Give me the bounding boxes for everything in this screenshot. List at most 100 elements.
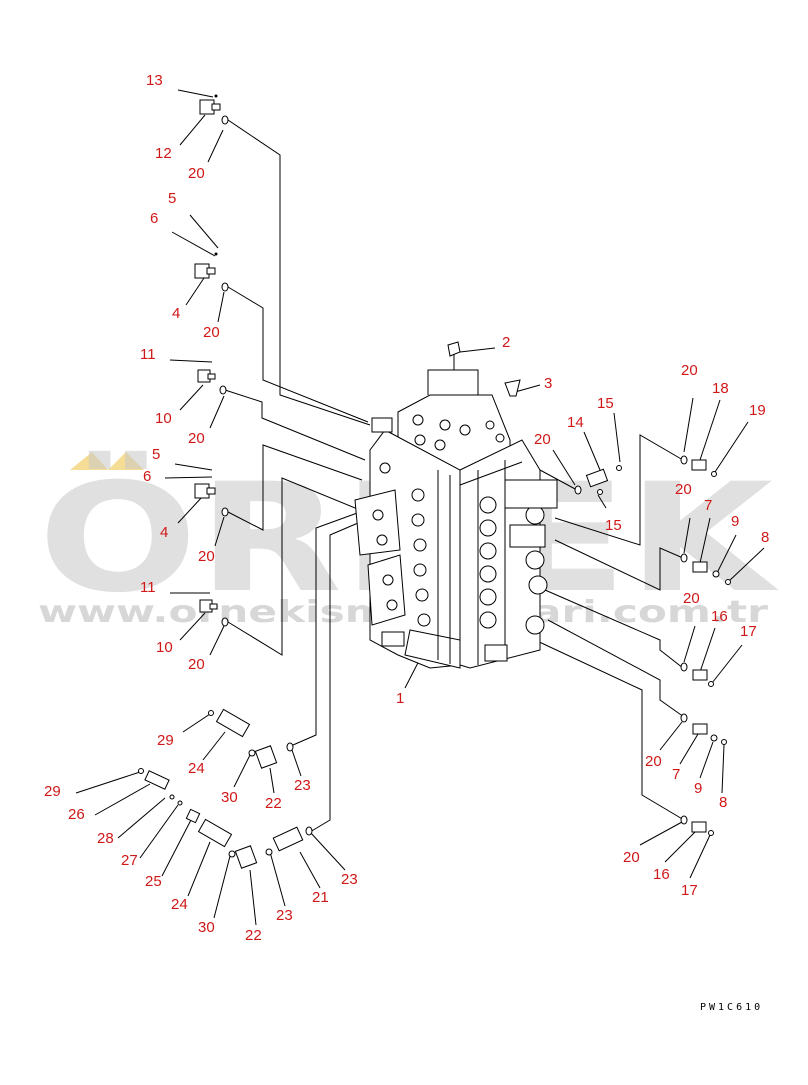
bolt bbox=[495, 433, 505, 443]
oring-20c bbox=[219, 385, 227, 395]
oring-19 bbox=[711, 471, 717, 477]
oring-20i bbox=[680, 662, 688, 672]
fitting-18 bbox=[691, 459, 707, 471]
fitting-tip bbox=[214, 252, 218, 256]
oring-27 bbox=[177, 800, 183, 806]
pipe-line-20d bbox=[227, 444, 363, 531]
bracket-2 bbox=[427, 369, 479, 395]
valve-edge-line bbox=[459, 461, 523, 486]
oring-30a bbox=[248, 749, 256, 757]
leader-14 bbox=[583, 431, 601, 471]
callout-c29b: 29 bbox=[44, 783, 61, 800]
port bbox=[415, 588, 429, 602]
leader-10b bbox=[179, 612, 206, 641]
callout-c6b: 6 bbox=[143, 468, 151, 485]
pipe-line-20e bbox=[227, 477, 361, 656]
callout-c20c: 20 bbox=[188, 430, 205, 447]
pipe-line-23b bbox=[309, 519, 366, 833]
callout-c1: 1 bbox=[396, 690, 404, 707]
leader-17a bbox=[711, 644, 743, 684]
callout-c24a: 24 bbox=[188, 760, 205, 777]
bolt bbox=[434, 439, 446, 451]
oring-29a bbox=[208, 710, 214, 716]
leader-20k bbox=[639, 821, 683, 846]
fitting-16a bbox=[692, 669, 708, 681]
leader-26 bbox=[94, 783, 151, 816]
callout-c20j: 20 bbox=[645, 753, 662, 770]
callout-c9b: 9 bbox=[694, 780, 702, 797]
callout-c2: 2 bbox=[502, 334, 510, 351]
oring-28 bbox=[169, 794, 175, 800]
oring-17b bbox=[708, 830, 714, 836]
fitting-21 bbox=[272, 826, 304, 852]
valve-spool-caps bbox=[479, 479, 558, 662]
leader-24b bbox=[187, 841, 211, 897]
callout-c23b: 23 bbox=[341, 871, 358, 888]
leader-7a bbox=[699, 517, 711, 564]
leader-25 bbox=[161, 817, 193, 877]
leader-20a bbox=[207, 129, 224, 163]
callout-c29a: 29 bbox=[157, 732, 174, 749]
leader-21 bbox=[299, 851, 321, 889]
callout-c28: 28 bbox=[97, 830, 114, 847]
oring-15b bbox=[597, 489, 603, 495]
bolt bbox=[439, 419, 451, 431]
leader-23a bbox=[291, 749, 302, 777]
callout-c20h: 20 bbox=[675, 481, 692, 498]
callout-labels: 1312205642011102056420111020231415201512… bbox=[44, 72, 769, 944]
leader-15a bbox=[613, 412, 621, 463]
leader-23b bbox=[309, 831, 346, 871]
valve-left-ports bbox=[371, 417, 431, 647]
callout-c5a: 5 bbox=[168, 190, 176, 207]
leader-20h bbox=[683, 517, 691, 554]
drawing-code: PW1C610 bbox=[700, 1002, 764, 1013]
leader-20e bbox=[209, 625, 225, 656]
fitting-nut bbox=[206, 487, 216, 495]
pipe-line-20a bbox=[227, 119, 371, 426]
leader-4a bbox=[185, 277, 205, 306]
spool-cap bbox=[479, 542, 497, 560]
port-fitting bbox=[381, 631, 405, 647]
leader-28 bbox=[117, 797, 166, 839]
bolt bbox=[414, 434, 426, 446]
leader-15b bbox=[597, 494, 607, 509]
leader-5a bbox=[189, 214, 219, 249]
fitting-nut bbox=[211, 103, 221, 111]
oring-15a bbox=[616, 465, 622, 471]
callout-c17a: 17 bbox=[740, 623, 757, 640]
leader-2 bbox=[459, 347, 496, 353]
leader-30a bbox=[233, 754, 251, 788]
elbow-fitting-10b bbox=[199, 599, 218, 613]
spool-cap bbox=[479, 565, 497, 583]
leader-3 bbox=[514, 384, 541, 393]
leader-20c bbox=[209, 395, 225, 429]
oring-23a bbox=[286, 742, 294, 752]
callout-c20f: 20 bbox=[534, 431, 551, 448]
callout-c20d: 20 bbox=[198, 548, 215, 565]
leader-19 bbox=[714, 421, 749, 473]
fitting-22b bbox=[234, 845, 258, 869]
callout-c17b: 17 bbox=[681, 882, 698, 899]
valve-side-plate-lower bbox=[367, 554, 406, 626]
port bbox=[411, 513, 425, 527]
leader-24a bbox=[202, 731, 226, 761]
callout-c30a: 30 bbox=[221, 789, 238, 806]
oring-20k bbox=[680, 815, 688, 825]
callout-c20i: 20 bbox=[683, 590, 700, 607]
leader-29a bbox=[182, 713, 211, 733]
leader-4b bbox=[177, 496, 203, 524]
callout-c9a: 9 bbox=[731, 513, 739, 530]
valve-bolts bbox=[412, 414, 505, 451]
callout-c10b: 10 bbox=[156, 639, 173, 656]
elbow-fitting-4a bbox=[194, 252, 218, 279]
oring-23c bbox=[265, 848, 273, 856]
callout-c8a: 8 bbox=[761, 529, 769, 546]
leader-9b bbox=[699, 741, 714, 779]
fittings bbox=[138, 94, 731, 869]
pipe-line-23a bbox=[292, 511, 361, 746]
fitting-nut bbox=[207, 373, 216, 380]
callout-c20g: 20 bbox=[681, 362, 698, 379]
callout-c19: 19 bbox=[749, 402, 766, 419]
spool-cap bbox=[528, 575, 548, 595]
spool-cap bbox=[525, 615, 545, 635]
